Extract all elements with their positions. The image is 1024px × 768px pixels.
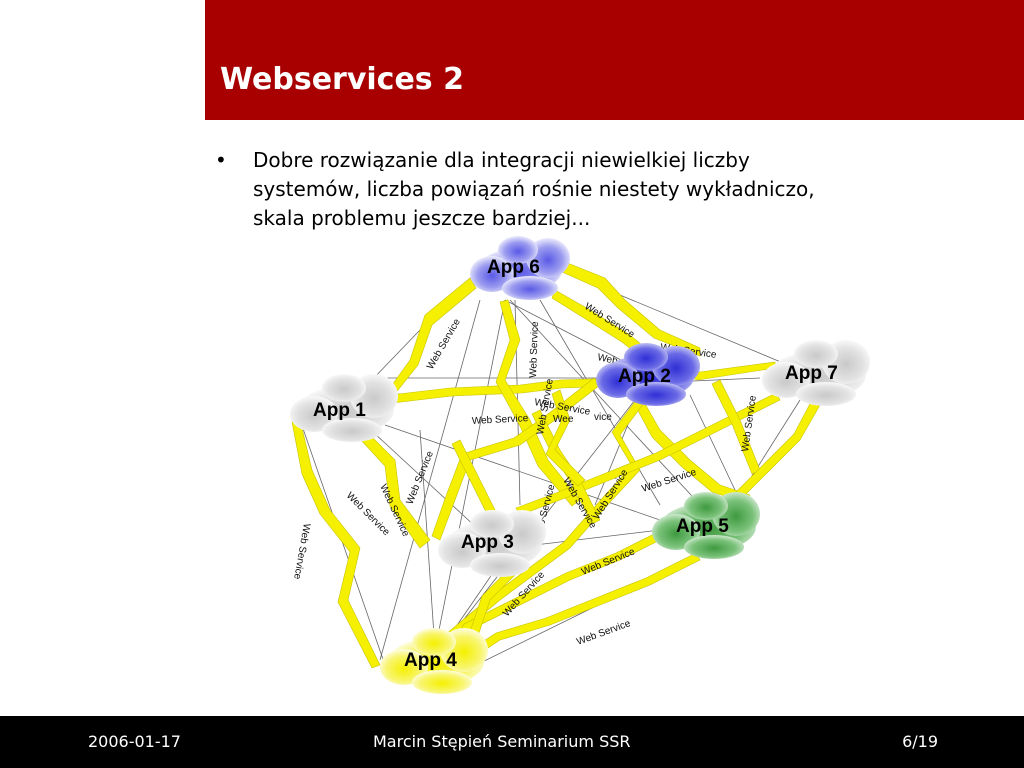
footer-date: 2006-01-17 — [88, 732, 181, 751]
node-label: App 6 — [487, 257, 540, 278]
bullet-list: • Dobre rozwiązanie dla integracji niewie… — [215, 146, 855, 233]
cloud-icon — [652, 492, 760, 559]
connection-line — [379, 299, 481, 661]
cloud-icon — [290, 374, 398, 442]
lightning-bolt — [545, 389, 586, 487]
connection-line — [509, 299, 706, 511]
cloud-icon — [762, 340, 870, 406]
connection-line — [539, 299, 661, 506]
footer-author: Marcin Stępień Seminarium SSR — [373, 732, 631, 751]
cloud-node-app7: App 7 — [762, 340, 870, 406]
node-label: App 5 — [676, 516, 729, 537]
connection-line — [534, 529, 661, 546]
edge-label: Web Service — [575, 618, 632, 648]
bullet-icon: • — [215, 148, 227, 172]
node-label: App 2 — [618, 366, 671, 387]
title-bar: Webservices 2 — [205, 0, 1024, 120]
lightning-bolt — [384, 277, 477, 401]
connection-line — [359, 419, 491, 541]
cloud-node-app2: App 2 — [596, 343, 700, 406]
page-number: 6/19 — [902, 732, 938, 751]
edge-label: Web Service — [405, 449, 437, 506]
node-label: App 1 — [313, 400, 366, 421]
cloud-node-app5: App 5 — [652, 492, 760, 559]
lightning-bolts — [291, 261, 821, 669]
lightning-bolt — [291, 419, 381, 669]
edge-label: Web Service — [580, 546, 637, 578]
edge-label: Wee — [553, 414, 574, 425]
cloud-node-app4: App 4 — [380, 628, 488, 694]
cloud-node-app6: App 6 — [470, 236, 570, 300]
bullet-item: • Dobre rozwiązanie dla integracji niewie… — [215, 146, 855, 233]
bullet-text: Dobre rozwiązanie dla integracji niewiel… — [253, 148, 815, 230]
connection-line — [689, 394, 736, 491]
edge-label: Web Service — [528, 321, 541, 378]
lightning-bolt — [495, 299, 581, 507]
lightning-bolt — [561, 261, 701, 357]
edge-label: Web Service — [291, 522, 312, 580]
edge-label: vice — [594, 412, 612, 423]
slide-title: Webservices 2 — [220, 62, 464, 97]
cloud-icon — [596, 343, 700, 406]
cloud-icon — [380, 628, 488, 694]
node-label: App 4 — [404, 650, 457, 671]
edge-label: Web Service — [472, 413, 529, 427]
lightning-bolt — [711, 379, 761, 475]
footer-bar: 2006-01-17 Marcin Stępień Seminarium SSR… — [0, 716, 1024, 768]
connection-line — [384, 424, 661, 521]
node-label: App 3 — [461, 532, 514, 553]
cloud-icon — [438, 510, 546, 577]
cloud-node-app1: App 1 — [290, 374, 398, 442]
node-label: App 7 — [785, 363, 838, 384]
cloud-node-app3: App 3 — [438, 510, 546, 577]
edge-label: Web Service — [740, 394, 759, 452]
cloud-icon — [470, 236, 570, 300]
